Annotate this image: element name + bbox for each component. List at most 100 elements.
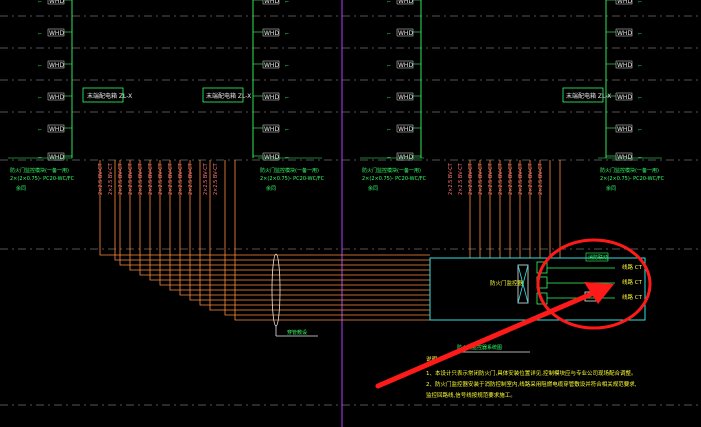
- outlet-box: [615, 0, 633, 5]
- outlet-box: [396, 92, 414, 101]
- caption-line-2: 2×(2×0.75)- PC20-WC/FC: [10, 176, 75, 182]
- highlight-arrow: [375, 289, 599, 389]
- outlet-label: WHD: [264, 30, 279, 37]
- cable-label: 2×2.5 BV-CT: [508, 162, 514, 195]
- note-line-1: 1、本设计只表示常闭防火门,具体安装位置详见,控制模块应与专业公司现场配合调整。: [426, 369, 637, 377]
- outlet-label: WHD: [264, 126, 279, 133]
- output-label-2: 线路 CT: [622, 278, 643, 286]
- arrowhead-icon: [584, 282, 614, 304]
- cable-label: 2×2.5 BV-CT: [468, 162, 474, 195]
- cable-run: [99, 160, 430, 256]
- caption-line-3: 余同: [606, 185, 616, 192]
- outlet-label: WHD: [398, 126, 413, 133]
- panel-box-right[interactable]: 末端配电箱 ZL-X: [562, 87, 611, 103]
- cable-run: [149, 160, 430, 281]
- outlet-box: [396, 60, 414, 69]
- cable-label: 2×2.5 BV-CT: [188, 162, 194, 195]
- cable-label: 2×2.5 BV-CT: [458, 162, 464, 195]
- output-label-3: 线路 CT: [622, 293, 643, 301]
- outlet-label: WHD: [617, 154, 632, 161]
- outlet-box: [615, 152, 633, 161]
- caption-line-1: 防火门监控模块(一备一用): [600, 167, 659, 174]
- cable-label: 2×2.5 BV-CT: [128, 162, 134, 195]
- outlet-label: WHD: [264, 154, 279, 161]
- panel-label-right: 末端配电箱 ZL-X: [566, 92, 611, 100]
- outlet-symbol: ⌐: [38, 127, 42, 133]
- outlet-box: [47, 92, 65, 101]
- cable-label: 2×2.5 BV-CT: [203, 162, 209, 195]
- notes-block: 说明: 1、本设计只表示常闭防火门,具体安装位置详见,控制模块应与专业公司现场配…: [426, 355, 637, 399]
- cable-run: [199, 160, 430, 306]
- outlet-box: [615, 28, 633, 37]
- caption-line-1: 防火门监控模块(一备一用): [260, 167, 319, 174]
- outlet-label: WHD: [49, 62, 64, 69]
- cable-bundle-label: 穿管敷设: [287, 329, 307, 336]
- outlet-label: WHD: [398, 94, 413, 101]
- outlet-box: [262, 124, 280, 133]
- dashed-grid-lines: [0, 15, 701, 406]
- outlet-label: WHD: [49, 126, 64, 133]
- cable-runs: 2×2.5 BV-CT 2×2.5 BV-CT 2×2.5 BV-CT 2×2.5 B…: [98, 160, 561, 321]
- outlet-label: WHD: [617, 62, 632, 69]
- panel-box-left[interactable]: 末端配电箱 ZL-X: [82, 87, 132, 103]
- outlet-label: WHD: [264, 0, 279, 5]
- cable-label: 2×2.5 BV-CT: [108, 162, 114, 195]
- highlight-circle: [536, 238, 652, 330]
- cable-label: 2×2.5 BV-CT: [98, 162, 104, 195]
- module-label: 消防联动: [588, 254, 608, 261]
- outlet-symbol: ⌐: [38, 95, 42, 101]
- outlet-box: [262, 28, 280, 37]
- cable-run: [224, 160, 430, 316]
- outlet-symbol: ⌐: [387, 0, 391, 5]
- outlet-box: [47, 60, 65, 69]
- panel-box-mid[interactable]: 末端配电箱 ZL-X: [202, 87, 251, 103]
- column-captions: 防火门监控模块(一备一用) 2×(2×0.75)- PC20-WC/FC 余同 防火门…: [8, 157, 665, 192]
- cable-run: [234, 160, 430, 321]
- outlet-symbol: ⌐: [38, 0, 42, 5]
- cable-label: 2×2.5 BV-CT: [158, 162, 164, 195]
- cable-label: 2×2.5 BV-CT: [528, 162, 534, 195]
- outlet-symbol: ⌐: [638, 127, 642, 133]
- outlet-box: [47, 124, 65, 133]
- outlet-symbol: ⌐: [638, 63, 642, 69]
- outlet-label: WHD: [49, 0, 64, 5]
- red-annotation: [375, 238, 652, 389]
- outlet-box: [262, 0, 280, 5]
- cable-run: [169, 160, 430, 291]
- outlet-symbol: ⌐: [387, 31, 391, 37]
- controller-caption: 防火门监控器系统图: [457, 344, 502, 351]
- cable-run: [129, 160, 430, 271]
- cable-run: [179, 160, 430, 296]
- caption-line-3: 余同: [368, 185, 378, 192]
- cable-run: [119, 160, 430, 266]
- fire-door-controller[interactable]: 防火门监控器 线路 CT 线路 CT 线路 CT 消防联动 防火门监控器系统图: [429, 252, 646, 353]
- outlet-label: WHD: [398, 62, 413, 69]
- cable-label: 2×2.5 BV-CT: [138, 162, 144, 195]
- outlet-symbol: ⌐: [285, 95, 289, 101]
- outlet-box: [47, 152, 65, 161]
- outlet-label: WHD: [264, 94, 279, 101]
- cable-label: 2×2.5 BV-CT: [538, 162, 544, 195]
- outlet-box: [47, 28, 65, 37]
- outlet-label: WHD: [398, 154, 413, 161]
- outlet-symbol: ⌐: [38, 63, 42, 69]
- cable-label: 2×2.5 BV-CT: [213, 162, 219, 195]
- note-line-2: 2、防火门监控器安装于消防控制室内,线路采用阻燃电缆穿管敷设并符合相关规范要求,: [426, 380, 637, 388]
- outlet-symbol: ⌐: [387, 63, 391, 69]
- outlet-label: WHD: [398, 0, 413, 5]
- caption-line-1: 防火门监控模块(一备一用): [10, 167, 69, 174]
- cable-label: 2×2.5 BV-CT: [178, 162, 184, 195]
- caption-line-3: 余同: [266, 185, 276, 192]
- outlet-symbol: ⌐: [38, 31, 42, 37]
- outlet-columns: WHD ⌐ WHD ⌐ WHD ⌐ WHD ⌐ WHD ⌐ WHD ⌐ WHD ⌐ WHD ⌐ WHD ⌐ WHD ⌐…: [38, 0, 642, 161]
- outlet-box: [47, 0, 65, 5]
- cable-label: 2×2.5 BV-CT: [448, 162, 454, 195]
- outlet-box: [262, 60, 280, 69]
- cable-label: 2×2.5 BV-CT: [518, 162, 524, 195]
- outlet-label: WHD: [617, 126, 632, 133]
- outlet-symbol: ⌐: [285, 31, 289, 37]
- cable-label: 2×2.5 BV-CT: [498, 162, 504, 195]
- cable-label: 2×2.5 BV-CT: [148, 162, 154, 195]
- cable-label: 2×2.5 BV-CT: [168, 162, 174, 195]
